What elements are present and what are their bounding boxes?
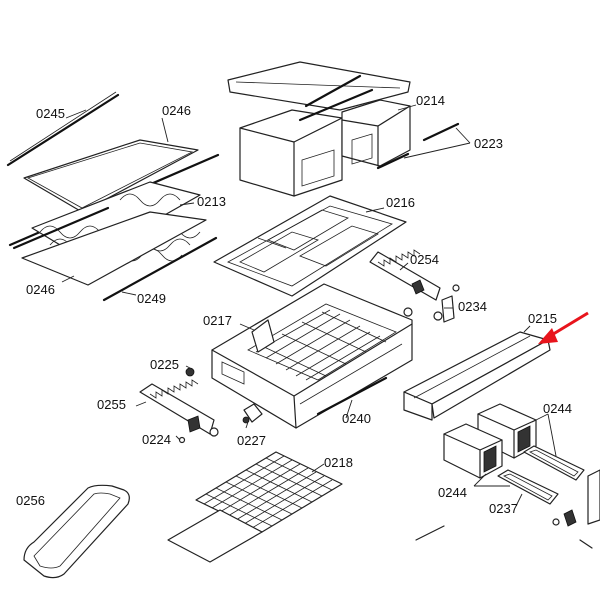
label-0237: 0237 <box>489 501 518 516</box>
door-shelf-0215 <box>403 331 551 421</box>
leader-lines <box>61 104 557 507</box>
label-0240: 0240 <box>342 411 371 426</box>
label-0246-upper: 0246 <box>162 103 191 118</box>
label-0215: 0215 <box>528 311 557 326</box>
label-0234: 0234 <box>458 299 487 314</box>
divider-tray-0216 <box>213 195 407 297</box>
label-0227: 0227 <box>237 433 266 448</box>
highlight-arrow <box>538 311 589 344</box>
label-0224: 0224 <box>142 432 171 447</box>
label-0216: 0216 <box>386 195 415 210</box>
door-hinge-parts <box>552 469 600 549</box>
label-0255: 0255 <box>97 397 126 412</box>
crisper-tray-0256 <box>23 484 130 579</box>
label-0223: 0223 <box>474 136 503 151</box>
label-0254: 0254 <box>410 252 439 267</box>
boxes-0214 <box>227 61 411 197</box>
label-0244-lower: 0244 <box>438 485 467 500</box>
pins-0223 <box>376 122 460 170</box>
label-0217: 0217 <box>203 313 232 328</box>
glass-plate-0246-lower <box>12 206 207 286</box>
label-0213: 0213 <box>197 194 226 209</box>
shelf-rail-0245 <box>6 91 120 167</box>
rail-0240 <box>316 376 388 416</box>
label-0214: 0214 <box>416 93 445 108</box>
tray-0244 <box>523 445 585 481</box>
clip-0234 <box>433 284 460 323</box>
tray-bottom <box>167 509 263 563</box>
label-0218: 0218 <box>324 455 353 470</box>
tray-0237 <box>497 469 559 505</box>
egg-holder-0244-lower <box>443 423 503 479</box>
label-0225: 0225 <box>150 357 179 372</box>
label-0249: 0249 <box>137 291 166 306</box>
drawer-0217 <box>211 283 413 429</box>
slide-rail-0254 <box>369 249 441 301</box>
bracket-0227 <box>242 403 263 424</box>
shelf-rail-0249 <box>102 236 218 302</box>
roller-0225 <box>185 367 195 377</box>
screw-0224 <box>178 436 186 444</box>
label-0245: 0245 <box>36 106 65 121</box>
label-0256: 0256 <box>16 493 45 508</box>
wire-grid-0218 <box>195 451 343 533</box>
glass-plate-0246-upper <box>23 139 199 213</box>
label-0244-upper: 0244 <box>543 401 572 416</box>
door-strip-bottom <box>415 525 445 541</box>
slide-rail-0255 <box>139 379 219 437</box>
label-0246-lower: 0246 <box>26 282 55 297</box>
